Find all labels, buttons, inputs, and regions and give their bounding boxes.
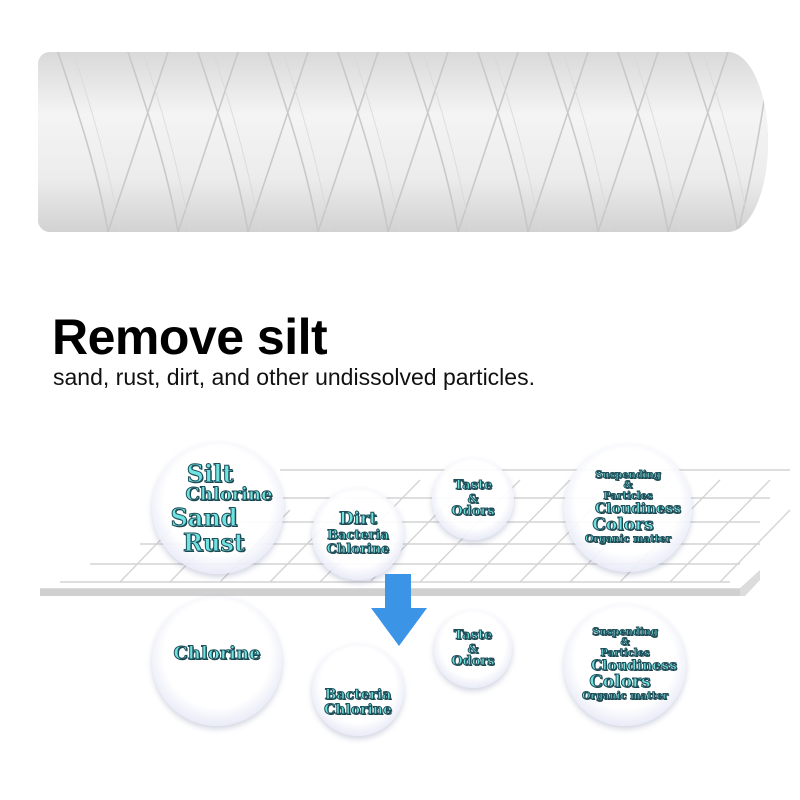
bubble-label: Silt xyxy=(186,458,234,488)
contaminant-bubble: Silt Chlorine Sand Rust xyxy=(152,442,284,574)
bubble-label: Taste xyxy=(453,478,493,494)
bubble-label: Taste xyxy=(453,628,493,644)
bubble-label: Chlorine xyxy=(324,702,393,718)
bubble-label: Odors xyxy=(451,654,495,670)
remaining-bubble: Bacteria Chlorine xyxy=(312,644,404,736)
arrow-down-icon xyxy=(371,574,427,646)
bubble-label: Chlorine xyxy=(185,483,273,505)
bubble-label: & xyxy=(467,491,479,506)
contaminant-bubble: Dirt Bacteria Chlorine xyxy=(312,488,404,580)
bubble-label: Organic matter xyxy=(584,533,672,545)
bubble-label: Colors xyxy=(592,514,654,535)
bubble-label: Suspending xyxy=(595,469,662,481)
contaminant-bubble: Suspending & Particles Cloudiness Colors… xyxy=(564,444,692,572)
bubble-label: Odors xyxy=(451,504,495,520)
bubble-label: & xyxy=(620,637,630,649)
bubble-label: Colors xyxy=(589,671,651,692)
bubble-label: Cloudiness xyxy=(595,501,682,518)
remaining-bubble: Taste & Odors xyxy=(434,610,512,688)
headline: Remove silt xyxy=(52,309,328,365)
remaining-bubble: Chlorine xyxy=(152,596,282,726)
bubble-label: Organic matter xyxy=(581,690,669,702)
bubble-label: Particles xyxy=(600,647,650,659)
bubble-label: Bacteria xyxy=(324,687,392,704)
bubble-label: & xyxy=(467,641,479,656)
bubble-label: Dirt xyxy=(338,509,377,530)
bubble-label: Sand xyxy=(170,502,238,532)
bubble-label: & xyxy=(623,480,633,492)
bubble-label: Chlorine xyxy=(326,541,390,557)
subline: sand, rust, dirt, and other undissolved … xyxy=(53,364,535,390)
bubble-label: Cloudiness xyxy=(591,658,678,675)
filter-cartridge-image xyxy=(38,52,768,232)
bubble-label: Chlorine xyxy=(173,642,261,664)
remaining-bubble: Suspending & Particles Cloudiness Colors… xyxy=(564,604,686,726)
bubble-label: Rust xyxy=(183,528,246,558)
bubble-label: Bacteria xyxy=(327,528,390,544)
string-winding-pattern xyxy=(38,52,768,232)
bubble-label: Suspending xyxy=(592,626,659,638)
bubble-label: Particles xyxy=(603,490,653,502)
contaminant-bubble: Taste & Odors xyxy=(432,458,514,540)
